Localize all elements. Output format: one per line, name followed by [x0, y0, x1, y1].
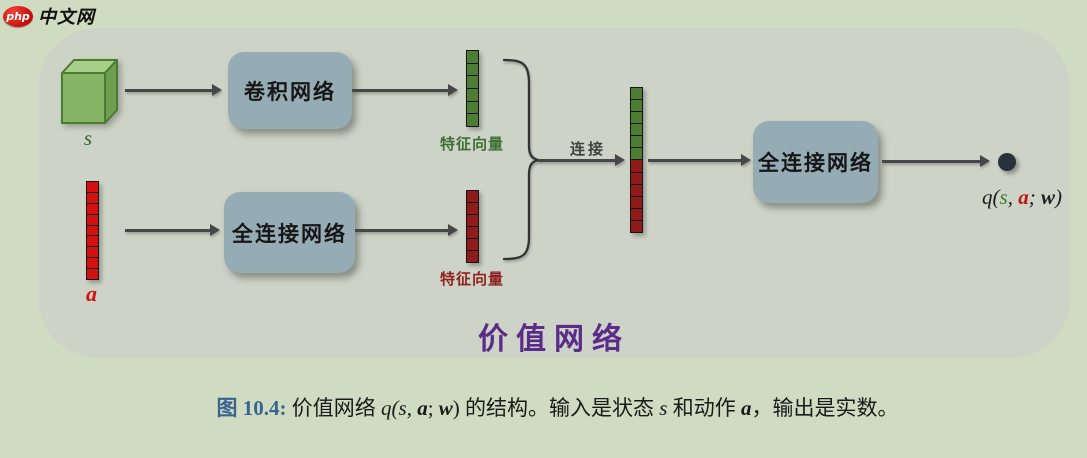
output-q-label: q(s, a; w): [942, 185, 1087, 210]
conv-network-label: 卷积网络: [244, 79, 336, 104]
caption-math-s: s: [398, 396, 407, 420]
logo-brand-text: php: [6, 9, 30, 23]
caption-math-w: w: [438, 396, 453, 420]
concat-label: 连接: [569, 140, 606, 158]
caption-text: 的结构。输入是状态: [459, 396, 660, 420]
fc-network-final-box: 全连接网络: [753, 121, 878, 203]
figure-caption: 图 10.4: 价值网络 q(s, a; w) 的结构。输入是状态 s 和动作 …: [0, 392, 1087, 422]
action-feature-label: 特征向量: [439, 270, 504, 288]
action-symbol: a: [1018, 185, 1029, 209]
arrow-concat: [538, 153, 625, 166]
state-feature-vector: [466, 50, 479, 127]
q-symbol: q: [982, 185, 993, 209]
figure-number: 图 10.4:: [216, 396, 287, 420]
concat-vector: [630, 87, 643, 233]
concat-brace: [502, 58, 543, 261]
fc-network-action-box: 全连接网络: [224, 192, 355, 273]
diagram-panel: s a 卷积网络 全连接网络 特征向量 特征向量 连接 全连接网络 q(: [38, 28, 1070, 358]
caption-math-semi: ;: [427, 396, 439, 420]
diagram-title: 价值网络: [478, 322, 630, 357]
weights-symbol: w: [1040, 185, 1055, 209]
caption-action-var: a: [740, 396, 752, 420]
paren-close: ): [1054, 185, 1062, 209]
arrow-conv-to-feature: [352, 83, 458, 96]
conv-network-box: 卷积网络: [228, 52, 352, 129]
action-input-vector: [86, 181, 99, 280]
site-logo[interactable]: php 中文网: [3, 3, 95, 29]
logo-site-text: 中文网: [38, 7, 95, 28]
output-dot: [998, 153, 1016, 171]
state-symbol: s: [999, 185, 1008, 209]
state-cube-icon: [61, 59, 118, 124]
arrow-fc-to-feature: [355, 223, 458, 236]
action-feature-vector: [466, 190, 479, 263]
arrow-state-to-conv: [125, 83, 222, 96]
caption-text: 价值网络: [286, 396, 381, 420]
caption-math-comma: ,: [406, 396, 418, 420]
state-feature-label: 特征向量: [439, 135, 504, 153]
caption-math-q: q(: [381, 396, 399, 420]
php-logo-icon: php: [3, 5, 33, 27]
caption-math-close: ): [452, 396, 460, 420]
arrow-action-to-fc: [125, 223, 220, 236]
caption-text: ，输出是实数。: [751, 396, 899, 420]
fc-network-final-label: 全连接网络: [758, 151, 873, 175]
action-input-label: a: [86, 281, 97, 306]
comma: ,: [1007, 185, 1019, 209]
arrow-concat-to-fc: [648, 153, 751, 166]
semicolon: ;: [1028, 185, 1041, 209]
arrow-fc-to-output: [882, 154, 990, 167]
paren-open: (: [992, 185, 1000, 209]
fc-network-action-label: 全连接网络: [232, 221, 347, 246]
caption-state-var: s: [659, 396, 668, 420]
state-input-label: s: [83, 126, 93, 150]
caption-text: 和动作: [667, 396, 741, 420]
caption-math-a: a: [417, 396, 428, 420]
